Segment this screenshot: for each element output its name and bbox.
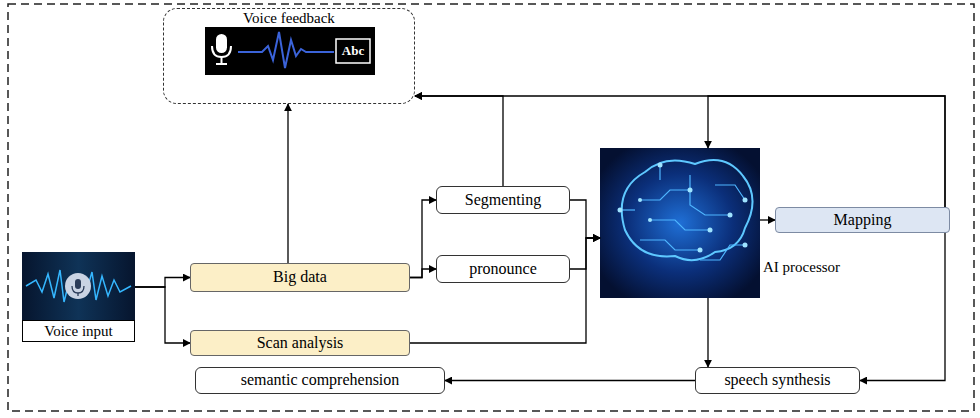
flow-arrow (570, 238, 600, 269)
process-box: Scan analysis (190, 330, 410, 356)
node-label: Segmenting (465, 191, 541, 209)
node-label: speech synthesis (724, 371, 830, 389)
feedback-group: Voice feedback (163, 8, 415, 104)
flow-arrow (410, 269, 436, 278)
process-box: pronounce (436, 255, 570, 283)
flow-arrow (135, 278, 190, 288)
node-label: Big data (273, 268, 327, 286)
flow-arrow (410, 238, 600, 343)
process-box: Mapping (775, 207, 950, 233)
voice-input-picture (22, 252, 135, 320)
node-label: AI processor (763, 259, 840, 276)
processor-image: AI processor (600, 148, 760, 298)
node-label: Mapping (834, 211, 892, 229)
flow-arrow (707, 298, 708, 367)
flow-arrow (415, 96, 503, 186)
flow-arrow (287, 104, 288, 263)
flow-arrow (570, 200, 600, 238)
process-box: Segmenting (436, 186, 570, 214)
outer-frame (8, 4, 974, 411)
node-label: pronounce (469, 260, 537, 278)
node-label: Voice feedback (164, 10, 414, 27)
node-label: semantic comprehension (241, 371, 400, 389)
icon-text: Abc (336, 39, 370, 63)
flow-arrow (445, 380, 695, 381)
flow-arrow (760, 219, 775, 220)
feedback-picture (205, 27, 375, 75)
node-label: Scan analysis (257, 334, 344, 352)
process-box: Big data (190, 263, 410, 292)
flow-arrow (708, 96, 945, 207)
process-box: semantic comprehension (195, 367, 445, 394)
flow-arrow (410, 200, 436, 278)
process-box: speech synthesis (695, 367, 860, 394)
input-block: Voice input (22, 252, 135, 342)
flow-arrow (135, 287, 190, 343)
node-label: Voice input (22, 320, 135, 342)
flow-arrow (860, 233, 945, 381)
brain-picture (600, 148, 760, 298)
